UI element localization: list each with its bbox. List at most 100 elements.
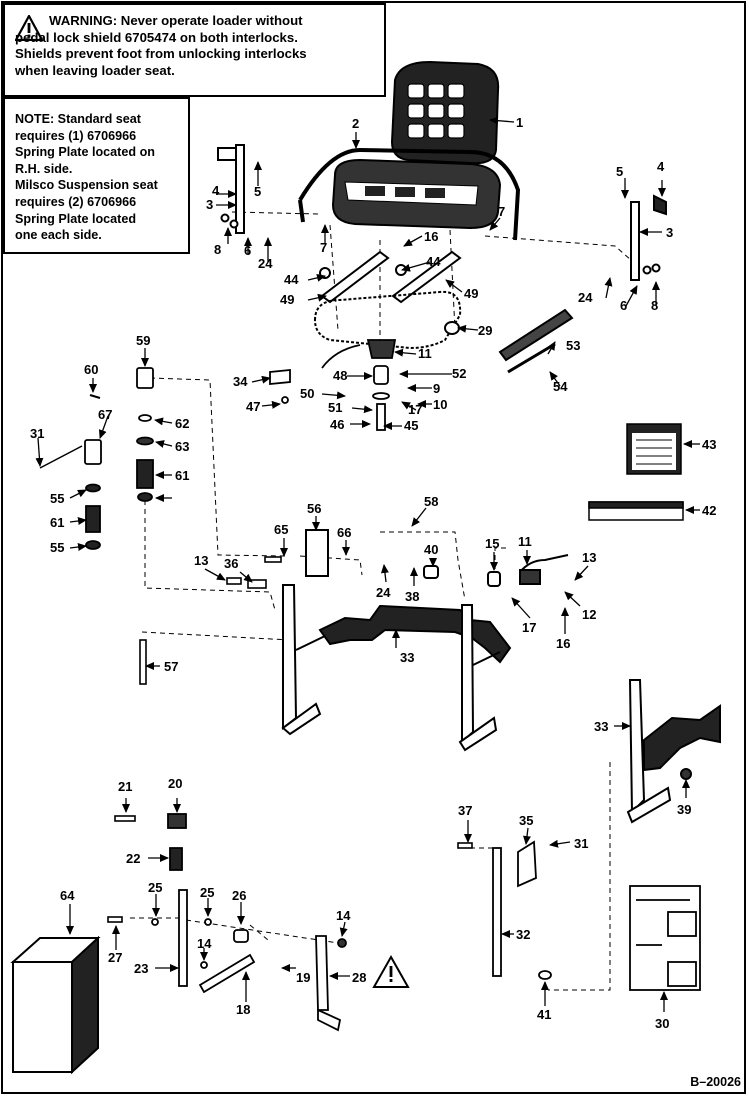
assembly-dashed-lines [94,211,641,991]
callout-29: 29 [478,323,492,338]
drawing-number: B–20026 [690,1075,741,1089]
seat-bracket-left [217,144,245,234]
warning-box: WARNING: Never operate loader without pe… [3,3,386,97]
callout-8: 8 [651,298,658,313]
callout-42: 42 [702,503,716,518]
callout-61: 61 [175,468,189,483]
callout-36: 36 [224,556,238,571]
callout-1: 1 [516,115,523,130]
callout-labels: 1 2 3 4 5 6 8 7 24 4 3 5 8 6 24 7 16 44 … [30,115,716,1031]
callout-14: 14 [197,936,212,951]
callout-11: 11 [518,534,532,549]
warning-triangle-icon [15,15,43,41]
warning-line: Shields prevent foot from unlocking inte… [15,46,307,61]
callout-51: 51 [328,400,342,415]
callout-27: 27 [108,950,122,965]
callout-12: 12 [582,607,596,622]
callout-3: 3 [206,197,213,212]
note-line: requires (1) 6706966 [15,128,137,143]
callout-13: 13 [582,550,596,565]
callout-21: 21 [118,779,132,794]
callout-45: 45 [404,418,418,433]
callout-44: 44 [426,254,441,269]
note-line: R.H. side. [15,161,73,176]
warning-line: when leaving loader seat. [15,62,175,78]
seat-switch-assembly [269,339,397,431]
callout-41: 41 [537,1007,551,1022]
callout-16: 16 [424,229,438,244]
callout-10: 10 [433,397,447,412]
callout-63: 63 [175,439,189,454]
callout-24: 24 [376,585,391,600]
callout-6: 6 [244,243,251,258]
callout-64: 64 [60,888,75,903]
callout-40: 40 [424,542,438,557]
warning-line: pedal lock shield 6705474 on both interl… [15,29,298,45]
callout-31: 31 [30,426,44,441]
callout-59: 59 [136,333,150,348]
operation-manual [629,885,701,991]
note-line: Spring Plate located [15,211,137,226]
callout-61: 61 [50,515,64,530]
seat [298,60,521,241]
callout-65: 65 [274,522,288,537]
note-line: NOTE: Standard seat [15,112,141,126]
right-bar-detail [626,679,721,824]
note-line: Spring Plate located on [15,145,155,160]
seat-bar-assembly [281,529,569,752]
callout-57: 57 [164,659,178,674]
callout-34: 34 [233,374,248,389]
seat-suspension [313,250,574,374]
callout-33: 33 [400,650,414,665]
callout-62: 62 [175,416,189,431]
callout-55: 55 [50,491,64,506]
callout-14: 14 [336,908,351,923]
leader-lines [35,116,700,1012]
warning-triangle-icon [372,954,410,988]
note-text: NOTE: Standard seat requires (1) 6706966… [15,111,181,244]
callout-7: 7 [320,240,327,255]
callout-19: 19 [296,970,310,985]
callout-17: 17 [522,620,536,635]
callout-4: 4 [657,159,665,174]
callout-4: 4 [212,183,220,198]
callout-56: 56 [307,501,321,516]
callout-66: 66 [337,525,351,540]
callout-5: 5 [254,184,261,199]
note-line: Milsco Suspension seat [15,178,158,193]
callout-53: 53 [566,338,580,353]
callout-33: 33 [594,719,608,734]
callout-25: 25 [200,885,214,900]
shipping-box [10,935,101,1075]
callout-46: 46 [330,417,344,432]
callout-49: 49 [280,292,294,307]
callout-13: 13 [194,553,208,568]
callout-55: 55 [50,540,64,555]
callout-24: 24 [578,290,593,305]
callout-23: 23 [134,961,148,976]
callout-15: 15 [485,536,499,551]
callout-54: 54 [553,379,568,394]
callout-67: 67 [98,407,112,422]
callout-37: 37 [458,803,472,818]
callout-43: 43 [702,437,716,452]
callout-32: 32 [516,927,530,942]
callout-38: 38 [405,589,419,604]
note-line: requires (2) 6706966 [15,194,137,209]
callout-49: 49 [464,286,478,301]
callout-25: 25 [148,880,162,895]
callout-30: 30 [655,1016,669,1031]
callout-9: 9 [433,381,440,396]
note-line: one each side. [15,228,102,243]
seat-bracket-right [630,194,667,281]
callout-52: 52 [452,366,466,381]
callout-2: 2 [352,116,359,131]
callout-20: 20 [168,776,182,791]
decals [588,423,684,521]
callout-11: 11 [418,346,432,361]
callout-26: 26 [232,888,246,903]
callout-7: 7 [498,204,505,219]
callout-44: 44 [284,272,299,287]
